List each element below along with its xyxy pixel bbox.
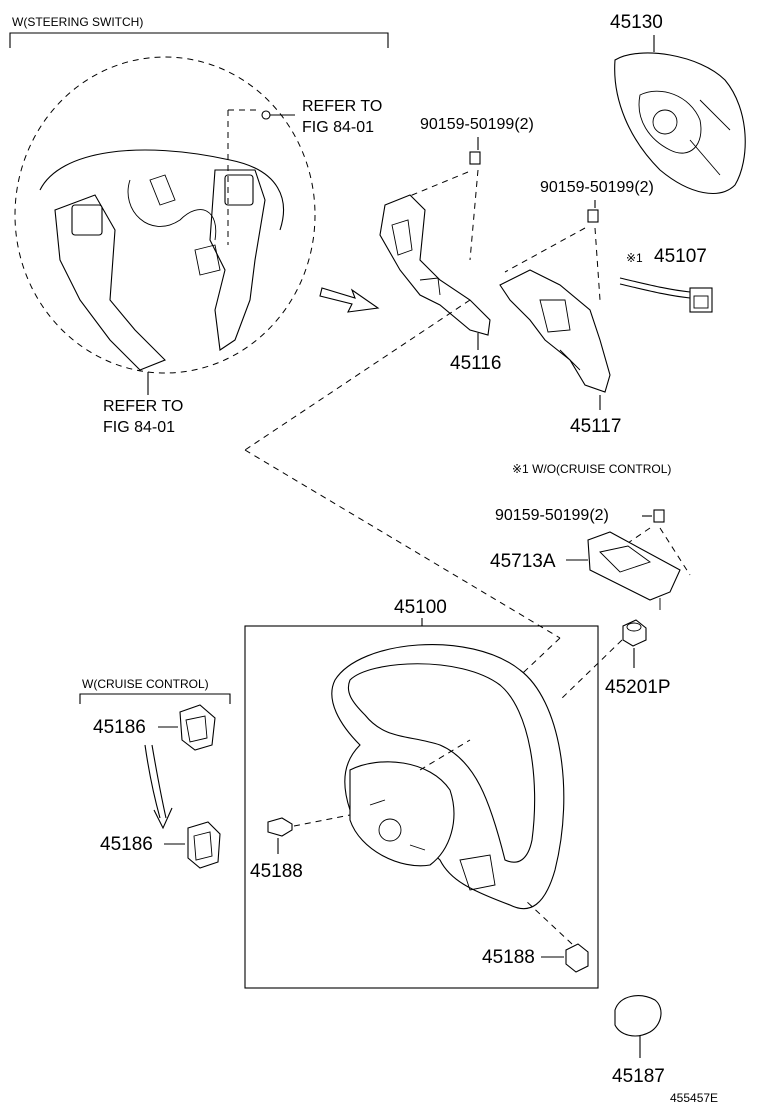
switch-45186-lower [187, 821, 221, 869]
part-45100-group: 45100 45188 45188 [244, 597, 599, 989]
screw-c-label: 90159-50199(2) [495, 507, 609, 524]
note-mark-45107: ※1 [626, 251, 643, 265]
refer-bottom-line1: REFER TO [103, 398, 183, 415]
screw-b-icon [587, 209, 599, 223]
connector-b [194, 244, 221, 276]
part-45117-group: 45117 [499, 269, 621, 437]
steering-switch-bracket [9, 32, 389, 48]
wire-harness [127, 179, 217, 241]
part-45107-group: ※1 45107 [619, 246, 713, 313]
part-45116-label: 45116 [450, 353, 501, 374]
part-45130-label: 45130 [610, 12, 663, 33]
screw-a-label: 90159-50199(2) [420, 116, 534, 133]
screw-b-label: 90159-50199(2) [540, 179, 654, 196]
part-45187-label: 45187 [612, 1066, 665, 1087]
steering-wheel-outline [14, 56, 316, 374]
part-45713a-group: 45713A [490, 531, 681, 610]
wheel-spoke-right [209, 169, 266, 351]
cruise-header: W(CRUISE CONTROL) [82, 677, 209, 691]
part-45130-group: 45130 [610, 12, 746, 194]
part-45187-group: 45187 [612, 995, 665, 1087]
part-45186-lower-label: 45186 [100, 834, 153, 855]
part-45100-label: 45100 [394, 597, 447, 618]
switch-45116 [379, 194, 491, 336]
refer-top-line2: FIG 84-01 [302, 119, 374, 136]
part-45713a-label: 45713A [490, 551, 556, 572]
cruise-bracket [79, 693, 231, 704]
switch-45186-upper [179, 704, 216, 751]
part-45188-right-label: 45188 [482, 947, 535, 968]
cruise-control-group: W(CRUISE CONTROL) 45186 45186 [79, 677, 231, 869]
spiral-cable-45713a [587, 531, 681, 601]
switch-left [71, 204, 103, 236]
connector-45107 [689, 287, 713, 313]
part-45107-label: 45107 [654, 246, 707, 267]
part-45117-label: 45117 [570, 416, 621, 437]
switch-right [224, 174, 254, 206]
part-45201p-group: 45201P [559, 619, 671, 701]
steering-switch-group: W(STEERING SWITCH) REFER TO FIG 84-01 RE… [9, 15, 389, 436]
screw-icon [261, 110, 271, 120]
nut-45201p [622, 619, 647, 647]
screw-c-icon [653, 509, 665, 523]
screw-a-icon [469, 151, 481, 165]
refer-top-line1: REFER TO [302, 98, 382, 115]
wo-cruise-note: ※1 W/O(CRUISE CONTROL) [512, 462, 671, 476]
wheel-hub [349, 761, 455, 867]
wheel-spoke-left [54, 194, 166, 371]
airbag-pad [614, 52, 746, 194]
wheel-box [244, 625, 599, 989]
part-45201p-label: 45201P [605, 677, 671, 698]
connector-a [149, 174, 176, 206]
steering-switch-header: W(STEERING SWITCH) [12, 15, 143, 29]
arrow-icon [319, 287, 380, 313]
refer-bottom-line2: FIG 84-01 [103, 419, 175, 436]
cover-45187 [614, 995, 662, 1037]
part-45116-group: 45116 [379, 194, 501, 374]
part-45188-left-label: 45188 [250, 861, 303, 882]
arrow-down-icon [153, 807, 173, 830]
wheel-rim-inner [39, 149, 284, 231]
bolt-45188-right [565, 943, 589, 973]
figure-id: 455457E [670, 1091, 718, 1105]
bolt-45188-left [267, 817, 293, 837]
harness-45107 [619, 277, 691, 293]
part-45186-upper-label: 45186 [93, 717, 146, 738]
